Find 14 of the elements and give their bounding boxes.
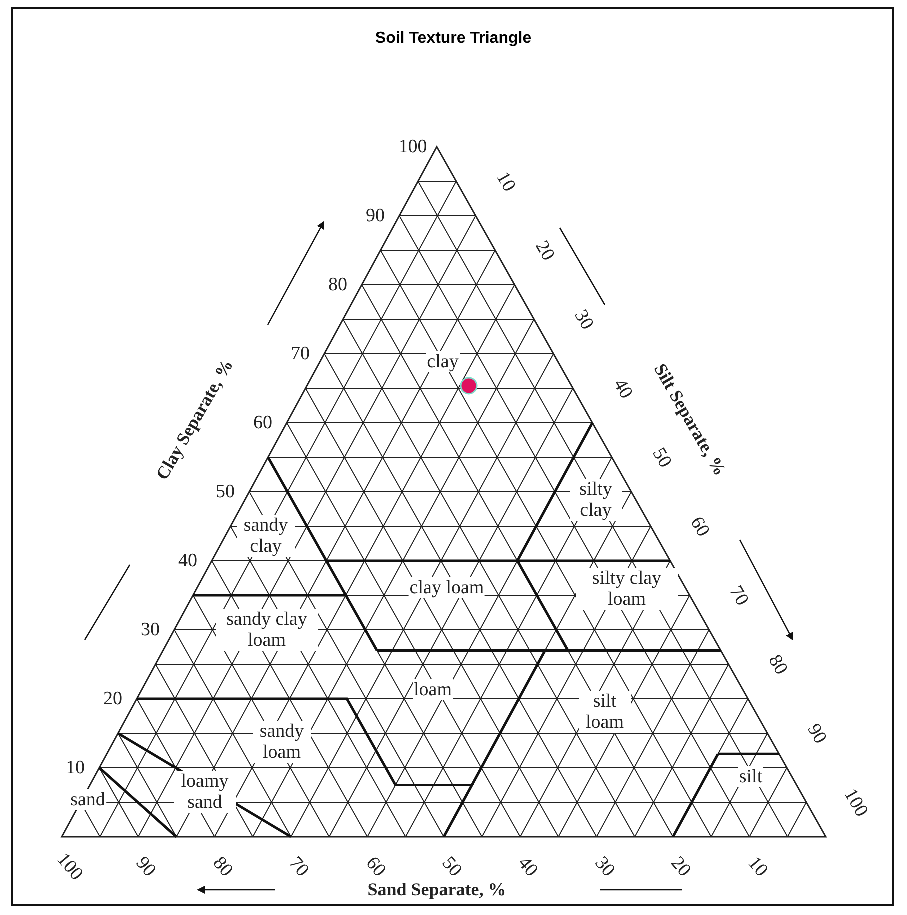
texture-class-label: clay [426,352,460,372]
texture-class-label: sand [70,790,106,810]
texture-class-label: loamy sand [174,771,236,813]
texture-class-label: sandy loam [253,721,311,763]
texture-class-label: silty clay [570,479,622,521]
texture-class-label: silt loam [579,691,631,733]
texture-class-label: sandy clay loam [216,609,318,651]
texture-class-label: clay loam [408,578,486,598]
texture-class-label: silt [738,766,764,788]
diagram-title: Soil Texture Triangle [374,30,533,48]
texture-class-label: sandy clay [237,515,295,557]
texture-class-label: loam [413,680,453,700]
axis-title: Sand Separate, % [366,880,508,900]
texture-class-label: silty clay loam [576,568,678,610]
